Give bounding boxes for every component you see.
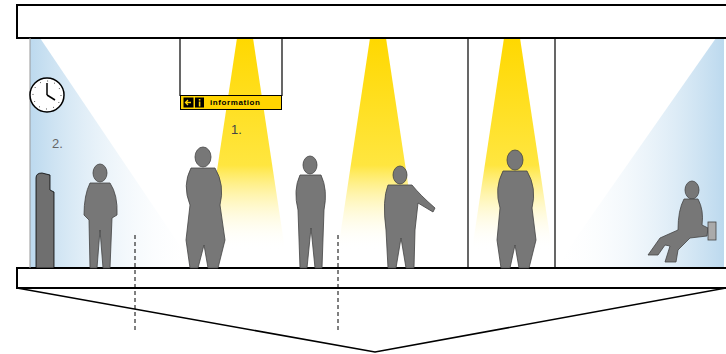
clock [30,78,64,112]
ceiling [17,5,726,38]
sign-hanger [281,38,282,96]
dashed-line [338,235,339,330]
callout-number: 2. [52,136,63,151]
daylight-wedge [30,38,195,268]
people [84,147,716,268]
information-sign: information [180,95,282,110]
callout-number: 1. [231,122,242,137]
ticket-machine [36,173,54,268]
sign-text: information [210,98,261,107]
wall-line [554,38,555,268]
sign-icons [183,97,205,108]
section-wedge [17,288,726,352]
person [384,166,435,268]
person [186,147,225,268]
daylight-wedge [555,38,724,268]
floor [17,268,726,288]
seat [708,222,716,240]
seated-person [648,181,708,262]
person [296,156,326,268]
wall-line [467,38,468,268]
sign-hanger [179,38,180,96]
dashed-line [135,235,136,330]
person [497,150,536,268]
person [84,164,117,268]
wall-line [30,38,31,268]
